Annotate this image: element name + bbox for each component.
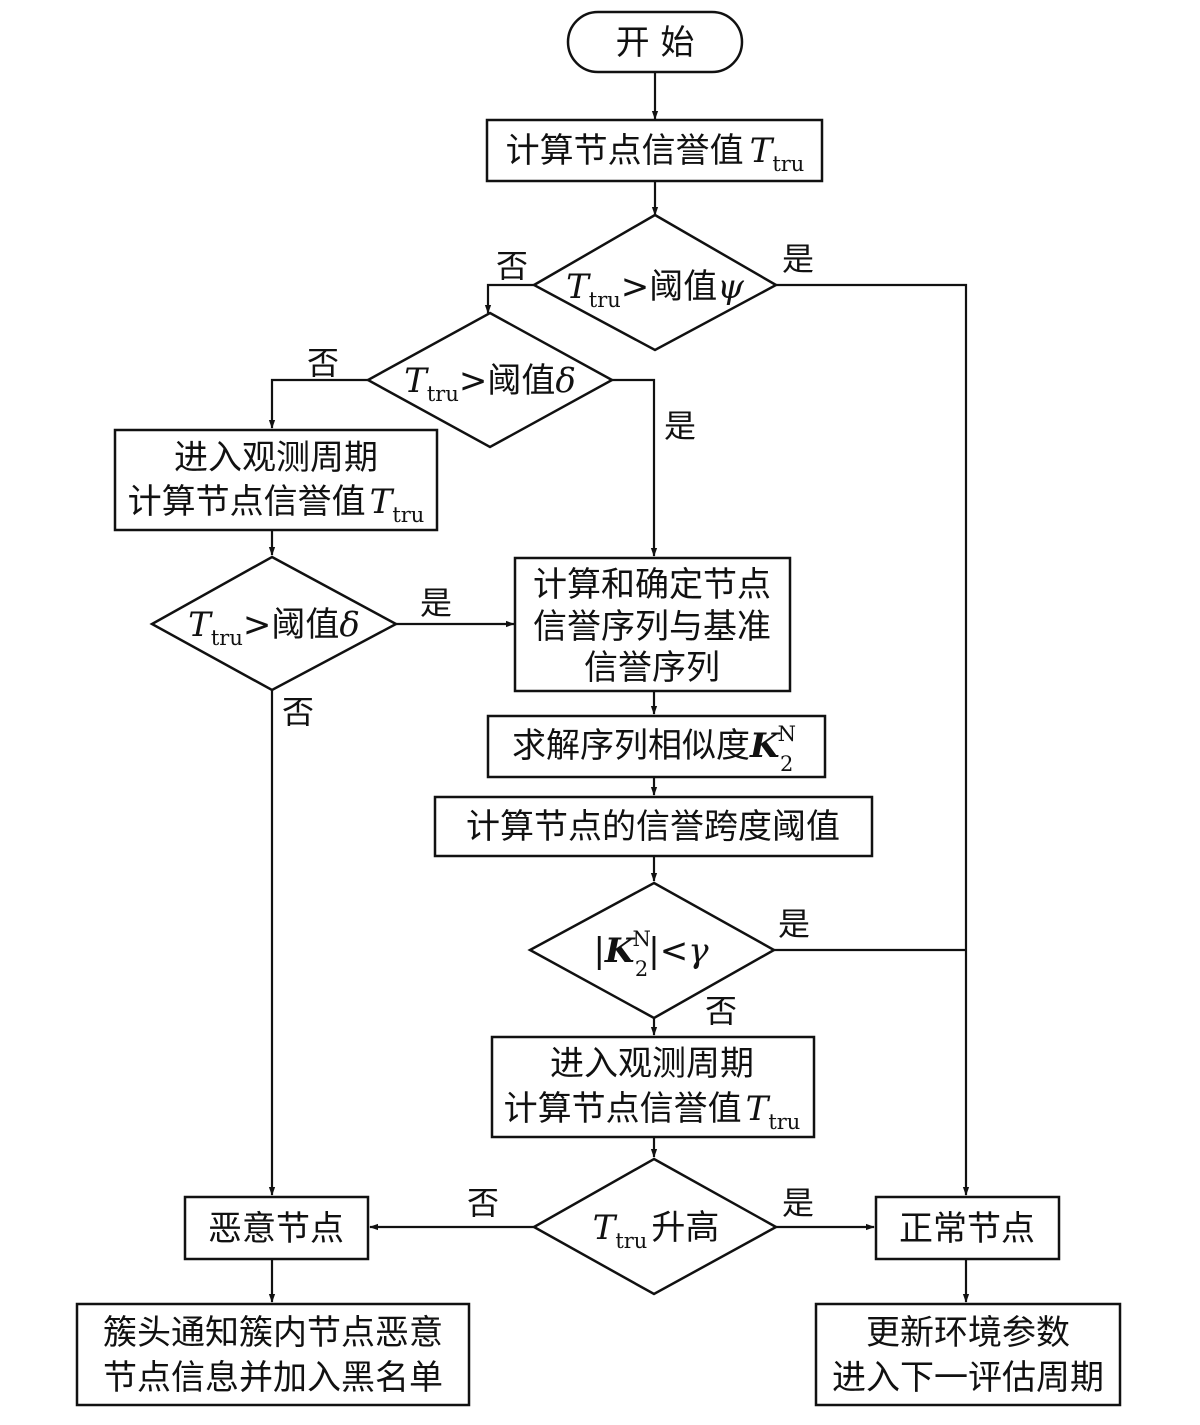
arrow-d2-no: [268, 378, 368, 429]
label-yes-gamma: 是: [778, 905, 810, 943]
update-line2: 进入下一评估周期: [832, 1358, 1104, 1398]
label-no-gamma: 否: [705, 992, 737, 1030]
sequence-line3: 信誉序列: [584, 648, 720, 688]
reputation-sequence-box: 计算和确定节点 信誉序列与基准 信誉序列: [513, 556, 792, 693]
label-no-psi: 否: [496, 247, 528, 285]
decision-delta-1-label: Ttru>阈值δ: [404, 361, 576, 406]
normal-node-label: 正常节点: [899, 1209, 1035, 1249]
notify-line1: 簇头通知簇内节点恶意: [103, 1313, 443, 1353]
span-threshold-label: 计算节点的信誉跨度阈值: [466, 807, 840, 847]
malicious-node-box: 恶意节点: [183, 1195, 370, 1261]
observe-2-line1: 进入观测周期: [550, 1044, 754, 1084]
label-no-rise: 否: [467, 1184, 499, 1222]
decision-psi-label: Ttru>阈值ψ: [566, 267, 744, 312]
decision-threshold-psi: Ttru>阈值ψ: [531, 213, 779, 352]
observe-1-line1: 进入观测周期: [174, 438, 378, 478]
branch-labels: 否 是 否 是 是 否 是 否 否 是: [282, 240, 814, 1222]
start-terminal: 开 始: [566, 10, 744, 74]
decision-delta-2-label: Ttru>阈值δ: [188, 605, 360, 650]
notify-line2: 节点信息并加入黑名单: [103, 1358, 443, 1398]
label-yes-psi: 是: [782, 240, 814, 278]
label-yes-delta-2: 是: [420, 584, 452, 622]
label-no-delta-1: 否: [307, 344, 339, 382]
update-line1: 更新环境参数: [866, 1313, 1070, 1353]
arrow-d2-yes: [612, 378, 658, 557]
arrow-d1-no: [484, 283, 534, 314]
blacklist-notify-box: 簇头通知簇内节点恶意 节点信息并加入黑名单: [75, 1302, 471, 1407]
decision-threshold-delta-1: Ttru>阈值δ: [365, 311, 615, 449]
connectors: [268, 72, 970, 1303]
normal-node-box: 正常节点: [874, 1195, 1061, 1261]
label-no-delta-2: 否: [282, 693, 314, 731]
label-yes-delta-1: 是: [664, 407, 696, 445]
decision-threshold-delta-2: Ttru>阈值δ: [149, 555, 399, 692]
sequence-line1: 计算和确定节点: [533, 565, 771, 605]
span-threshold-box: 计算节点的信誉跨度阈值: [433, 795, 874, 858]
arrow-d1-yes: [776, 283, 970, 1196]
malicious-node-label: 恶意节点: [208, 1209, 344, 1249]
label-yes-rise: 是: [782, 1184, 814, 1222]
sequence-line2: 信誉序列与基准: [533, 607, 771, 647]
update-environment-box: 更新环境参数 进入下一评估周期: [814, 1302, 1122, 1407]
start-label: 开 始: [616, 23, 695, 63]
